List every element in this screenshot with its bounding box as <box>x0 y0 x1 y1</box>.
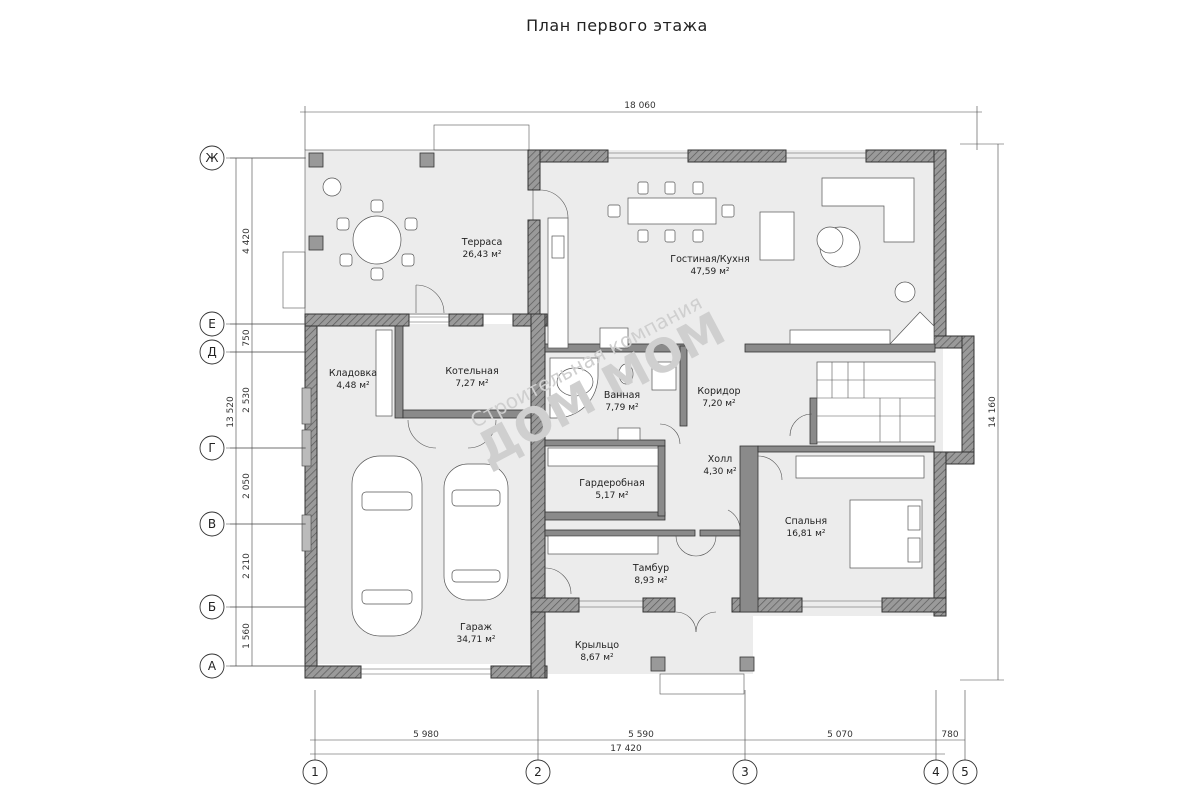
svg-text:Г: Г <box>208 441 215 455</box>
room-name-corridor: Коридор <box>697 386 740 397</box>
room-name-living-kitchen: Гостиная/Кухня <box>670 254 749 265</box>
doors <box>407 189 813 633</box>
room-area-boiler: 7,27 м² <box>455 379 489 389</box>
room-name-boiler: Котельная <box>445 366 498 377</box>
dim-left-seg-4: 2 050 <box>242 473 252 499</box>
room-area-wardrobe: 5,17 м² <box>595 491 629 501</box>
dim-left-seg-5: 2 210 <box>242 553 252 579</box>
furniture <box>322 177 936 637</box>
axis-marker-a: А <box>199 653 225 679</box>
svg-text:Д: Д <box>207 345 216 359</box>
room-name-storage: Кладовка <box>329 368 377 379</box>
room-area-terrace: 26,43 м² <box>462 250 501 260</box>
dim-left-seg-2: 750 <box>242 329 252 346</box>
axis-marker-g: Г <box>199 435 225 461</box>
dim-top-total: 18 060 <box>624 101 656 111</box>
axis-marker-v: В <box>199 511 225 537</box>
room-area-porch: 8,67 м² <box>580 653 614 663</box>
svg-text:4: 4 <box>932 765 940 779</box>
terrace-columns <box>308 152 755 695</box>
axis-marker-b: Б <box>199 594 225 620</box>
walls <box>304 149 975 679</box>
dim-bottom-seg-3: 5 070 <box>827 730 853 740</box>
axis-marker-zh: Ж <box>199 145 225 171</box>
svg-text:А: А <box>208 659 217 673</box>
dim-left-total: 13 520 <box>226 396 236 428</box>
room-name-porch: Крыльцо <box>575 640 619 651</box>
axis-marker-1: 1 <box>302 759 328 785</box>
room-area-bathroom: 7,79 м² <box>605 403 639 413</box>
dim-right-total: 14 160 <box>988 396 998 428</box>
svg-text:Б: Б <box>208 600 216 614</box>
dim-bottom-seg-2: 5 590 <box>628 730 654 740</box>
room-name-vestibule: Тамбур <box>632 563 669 574</box>
axis-marker-4: 4 <box>923 759 949 785</box>
room-name-wardrobe: Гардеробная <box>579 478 645 489</box>
svg-text:3: 3 <box>741 765 749 779</box>
axis-marker-3: 3 <box>732 759 758 785</box>
svg-text:5: 5 <box>961 765 969 779</box>
axis-marker-5: 5 <box>952 759 978 785</box>
room-name-garage: Гараж <box>460 622 492 633</box>
axis-marker-d: Д <box>199 339 225 365</box>
axis-marker-2: 2 <box>525 759 551 785</box>
room-name-bedroom: Спальня <box>785 516 827 527</box>
dim-left-seg-3: 2 530 <box>242 387 252 413</box>
svg-text:Ж: Ж <box>206 151 219 165</box>
room-area-garage: 34,71 м² <box>456 635 495 645</box>
room-name-bathroom: Ванная <box>604 390 640 401</box>
dim-left-seg-6: 1 560 <box>242 623 252 649</box>
room-area-living-kitchen: 47,59 м² <box>690 267 729 277</box>
dim-bottom-total: 17 420 <box>610 744 642 754</box>
room-area-bedroom: 16,81 м² <box>786 529 825 539</box>
svg-text:2: 2 <box>534 765 542 779</box>
room-labels: Терраса 26,43 м² Гостиная/Кухня 47,59 м²… <box>329 237 827 663</box>
svg-text:В: В <box>208 517 216 531</box>
dim-bottom-seg-4: 780 <box>941 730 958 740</box>
svg-text:Е: Е <box>208 317 216 331</box>
room-area-vestibule: 8,93 м² <box>634 576 668 586</box>
svg-text:1: 1 <box>311 765 319 779</box>
room-area-corridor: 7,20 м² <box>702 399 736 409</box>
room-name-terrace: Терраса <box>461 237 503 248</box>
room-area-hall: 4,30 м² <box>703 467 737 477</box>
grid-axes: Ж Е Д Г В Б А 1 2 3 4 5 <box>199 145 978 785</box>
dim-bottom-seg-1: 5 980 <box>413 730 439 740</box>
plan-title: План первого этажа <box>526 16 708 35</box>
room-area-storage: 4,48 м² <box>336 381 370 391</box>
dim-left-seg-1: 4 420 <box>242 228 252 254</box>
room-name-hall: Холл <box>708 454 732 465</box>
axis-marker-e: Е <box>199 311 225 337</box>
